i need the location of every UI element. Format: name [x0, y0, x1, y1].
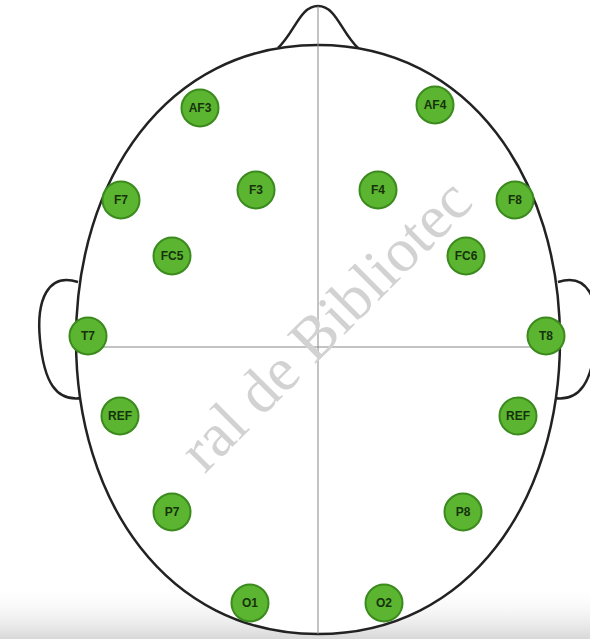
electrode-circle: T7 [68, 316, 108, 356]
electrode-label: O2 [376, 597, 392, 609]
electrode-label: P7 [165, 506, 180, 518]
electrode-circle: REF [498, 396, 538, 436]
electrode-label: O1 [242, 597, 258, 609]
electrode-circle: F3 [236, 170, 276, 210]
electrode-circle: F7 [101, 180, 141, 220]
electrode-circle: O2 [364, 583, 404, 623]
electrode-label: F3 [249, 184, 263, 196]
electrode-circle: AF4 [415, 85, 455, 125]
electrode-label: F4 [371, 184, 385, 196]
electrode-label: F7 [114, 194, 128, 206]
electrode-label: T8 [539, 330, 553, 342]
electrode-circle: P7 [152, 492, 192, 532]
electrode-circle: F4 [358, 170, 398, 210]
electrode-label: AF3 [189, 102, 212, 114]
electrode-circle: P8 [443, 492, 483, 532]
electrode-label: F8 [508, 194, 522, 206]
electrode-label: FC5 [161, 250, 184, 262]
electrode-circle: T8 [526, 316, 566, 356]
electrode-circle: O1 [230, 583, 270, 623]
electrode-label: AF4 [424, 99, 447, 111]
electrode-circle: FC5 [152, 236, 192, 276]
electrode-label: T7 [81, 330, 95, 342]
electrode-label: P8 [456, 506, 471, 518]
electrode-circle: F8 [495, 180, 535, 220]
electrode-circle: REF [100, 396, 140, 436]
electrode-label: FC6 [455, 250, 478, 262]
electrode-label: REF [108, 410, 132, 422]
electrode-label: REF [506, 410, 530, 422]
electrode-circle: AF3 [180, 88, 220, 128]
